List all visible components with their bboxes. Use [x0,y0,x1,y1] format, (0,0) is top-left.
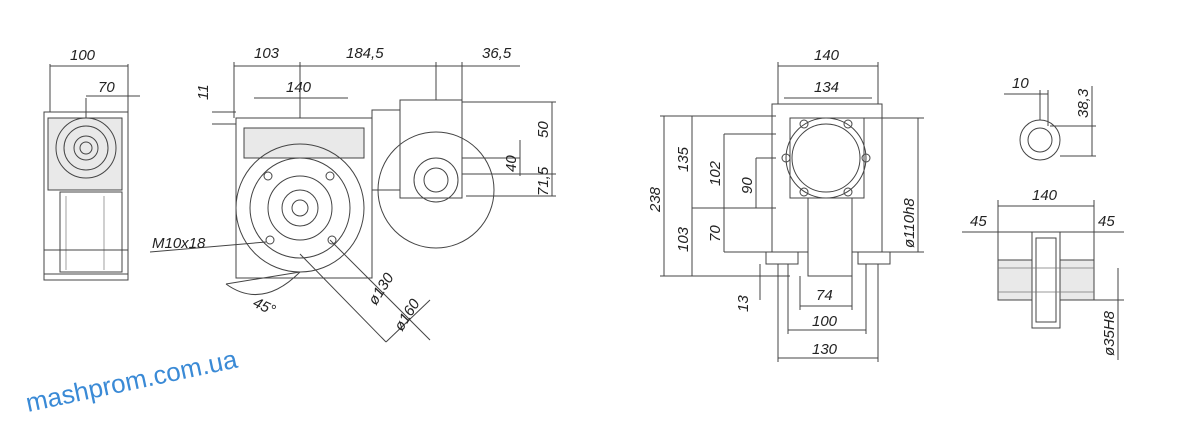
flange-dim-238: 238 [647,186,664,213]
flange-dim-140: 140 [814,47,840,64]
flange-dim-103: 103 [675,226,692,252]
flange-dim-13: 13 [735,295,752,312]
flange-dim-70: 70 [707,225,724,242]
thread-label: M10x18 [152,235,206,252]
front-dim-40: 40 [503,155,520,172]
shaft-dim-10: 10 [1012,75,1029,92]
shaft-dim-45-left: 45 [970,213,987,230]
front-dim-71-5: 71,5 [535,166,552,196]
front-dim-36-5: 36,5 [482,45,512,62]
flange-dim-102: 102 [707,160,724,186]
flange-dia-110: ø110h8 [901,198,918,248]
watermark-text: mashprom.com.ua [23,344,240,418]
side-width-100: 100 [70,47,96,64]
flange-dim-135: 135 [675,146,692,172]
shaft-dim-38-3: 38,3 [1075,88,1092,118]
front-dim-50: 50 [535,121,552,138]
front-dim-11: 11 [195,84,212,100]
flange-view: 140 134 238 135 102 90 103 70 ø110h8 13 [647,47,924,362]
front-dim-184-5: 184,5 [346,45,384,62]
flange-dim-90: 90 [739,177,756,194]
front-dim-103: 103 [254,45,280,62]
flange-dim-130: 130 [812,341,838,358]
side-width-70: 70 [98,79,115,96]
front-view: 103 184,5 36,5 140 11 50 40 71,5 M10x18 … [149,45,556,343]
angle-45: 45° [250,294,278,319]
shaft-view: 10 38,3 140 45 45 ø35H8 [962,75,1124,360]
shaft-dim-140: 140 [1032,187,1058,204]
shaft-dim-45-right: 45 [1098,213,1115,230]
flange-dim-74: 74 [816,287,833,304]
shaft-dia-35: ø35H8 [1101,310,1118,356]
front-dim-140: 140 [286,79,312,96]
side-view: 100 70 [43,47,140,281]
flange-dim-100: 100 [812,313,838,330]
flange-dim-134: 134 [814,79,839,96]
